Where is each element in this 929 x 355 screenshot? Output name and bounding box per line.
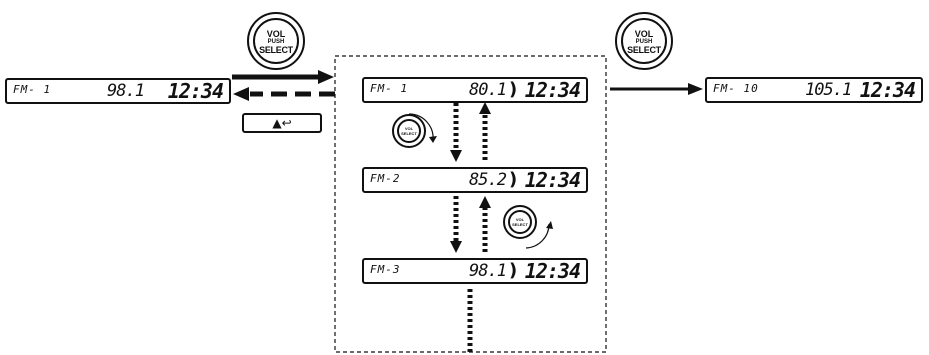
- frequency-label: 105.1: [805, 80, 852, 100]
- knob-vol-label: VOL: [404, 126, 414, 131]
- rotary-knob-ccw[interactable]: VOL SELECT: [503, 205, 537, 239]
- band-label: FM- 10: [713, 82, 759, 95]
- frequency-label: 98.1: [107, 81, 145, 101]
- vol-label: VOL: [634, 29, 654, 39]
- push-label: PUSH: [267, 39, 285, 45]
- clock-label: 12:34: [524, 259, 581, 283]
- clock-label: 12:34: [524, 168, 581, 192]
- vol-push-select-button-right[interactable]: VOL PUSH SELECT: [615, 12, 673, 70]
- knob-select-label: SELECT: [401, 131, 417, 136]
- center-lcd-fm2: FM-2 85.2 ) 12:34: [362, 167, 588, 193]
- knob-vol-label: VOL: [515, 217, 525, 222]
- clock-label: 12:34: [859, 78, 916, 102]
- right-lcd-display: FM- 10 105.1 12:34: [705, 77, 923, 103]
- clock-label: 12:34: [167, 79, 224, 103]
- band-label: FM- 1: [13, 83, 52, 96]
- frequency-label: 85.2: [469, 170, 507, 190]
- frequency-label: 98.1: [469, 261, 507, 281]
- tuning-arc-icon: ): [509, 169, 518, 190]
- band-label: FM-3: [370, 263, 401, 276]
- knob-select-label: SELECT: [512, 222, 528, 227]
- left-lcd-display: FM- 1 98.1 12:34: [5, 78, 231, 104]
- push-label: PUSH: [635, 39, 653, 45]
- frequency-label: 80.1: [469, 80, 507, 100]
- tuning-arc-icon: ): [509, 79, 518, 100]
- band-label: FM- 1: [370, 82, 409, 95]
- center-lcd-fm1: FM- 1 80.1 ) 12:34: [362, 77, 588, 103]
- vol-push-select-button[interactable]: VOL PUSH SELECT: [247, 12, 305, 70]
- tuning-arc-icon: ): [509, 260, 518, 281]
- center-lcd-fm3: FM-3 98.1 ) 12:34: [362, 258, 588, 284]
- band-label: FM-2: [370, 172, 401, 185]
- clock-label: 12:34: [524, 78, 581, 102]
- rotary-knob-cw[interactable]: VOL SELECT: [392, 114, 426, 148]
- select-label: SELECT: [259, 45, 293, 55]
- select-label: SELECT: [627, 45, 661, 55]
- back-button[interactable]: ▲↩: [242, 113, 322, 133]
- vol-label: VOL: [266, 29, 286, 39]
- back-arrow-icon: ▲↩: [272, 116, 292, 130]
